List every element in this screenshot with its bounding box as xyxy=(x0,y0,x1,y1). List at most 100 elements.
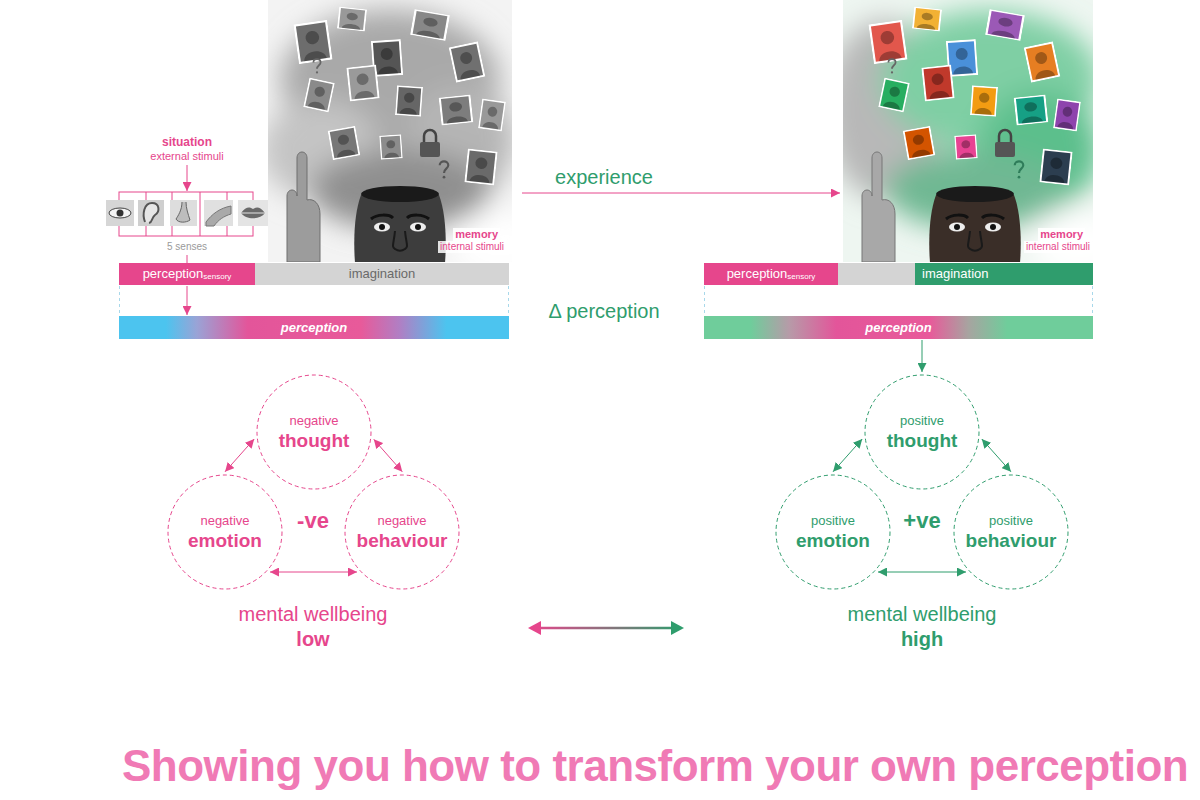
memory-label: memory xyxy=(1038,228,1085,241)
memory-illustration xyxy=(410,9,450,41)
wellbeing-label: mental wellbeing xyxy=(848,603,997,626)
memory-illustration xyxy=(878,78,910,113)
memory-illustration xyxy=(354,186,446,262)
stimuli-label: internal stimuli xyxy=(438,241,506,253)
memory-illustration xyxy=(1014,94,1049,125)
connector-arrow xyxy=(187,286,188,315)
memory-illustration xyxy=(268,10,512,262)
connector-arrow xyxy=(270,572,357,573)
senses-bracket xyxy=(187,165,188,191)
connector-arrow xyxy=(833,439,862,472)
pointing-hand xyxy=(287,152,320,262)
guide-lines xyxy=(508,286,509,316)
senses-label: 5 senses xyxy=(167,241,207,253)
lock-icon xyxy=(420,142,440,157)
memory-illustration xyxy=(912,7,942,32)
wellbeing-arrow xyxy=(528,621,541,635)
sense-lips xyxy=(241,213,265,214)
sense-ear xyxy=(144,203,159,223)
lock-icon xyxy=(995,142,1015,157)
guide-lines xyxy=(1092,286,1093,316)
memory-illustration xyxy=(921,65,954,102)
page-title: Showing you how to transform your own pe… xyxy=(122,741,1188,792)
band-text: perception xyxy=(281,320,347,335)
memory-illustration xyxy=(268,0,512,262)
wellbeing-arrow xyxy=(538,627,674,630)
thought-circle: positivethought xyxy=(864,374,980,490)
circle-title: thought xyxy=(887,429,958,452)
sense-hand xyxy=(206,206,231,226)
sense-nose xyxy=(170,200,197,226)
sense-eye xyxy=(109,208,131,218)
memory-illustration xyxy=(328,126,361,160)
circle-outline xyxy=(257,375,371,489)
memory-illustration xyxy=(440,161,449,178)
sensory-band: perceptionsensory xyxy=(704,263,838,285)
wellbeing-level: high xyxy=(901,628,943,651)
connector-arrow xyxy=(878,572,966,573)
sense-lips xyxy=(238,200,268,226)
valence-word: negative xyxy=(377,513,426,529)
sense-lips xyxy=(241,208,265,219)
wellbeing-label: mental wellbeing xyxy=(239,603,388,626)
circle-outline xyxy=(865,375,979,489)
sense-hand xyxy=(204,200,233,226)
guide-lines xyxy=(704,286,705,316)
memory-illustration xyxy=(843,0,1093,262)
circle-outline xyxy=(168,475,282,589)
lock-icon xyxy=(420,130,440,157)
sensory-band: perceptionsensory xyxy=(119,263,255,285)
memory-illustration xyxy=(929,186,1021,262)
band-text: perception xyxy=(865,320,931,335)
connector-arrow xyxy=(225,439,254,472)
band-text: imagination xyxy=(922,263,989,285)
experience-arrow xyxy=(522,193,840,194)
memory-illustration xyxy=(379,134,403,159)
band-text: perception xyxy=(143,263,204,285)
lock-icon xyxy=(999,130,1011,142)
memory-illustration xyxy=(1053,98,1081,131)
memory-illustration xyxy=(868,20,907,64)
memory-illustration xyxy=(313,59,320,73)
memory-illustration xyxy=(346,65,379,102)
senses-bracket xyxy=(119,192,253,236)
circle-title: behaviour xyxy=(966,529,1057,552)
sense-ear xyxy=(138,200,164,226)
perception-bar: perception xyxy=(704,316,1093,339)
valence-word: positive xyxy=(811,513,855,529)
memory-illustration xyxy=(970,85,998,117)
sense-eye xyxy=(117,210,124,217)
valence-word: positive xyxy=(989,513,1033,529)
sense-eye xyxy=(106,200,134,226)
sense-nose xyxy=(170,200,197,226)
circle-outline xyxy=(954,475,1068,589)
circle-outline xyxy=(345,475,459,589)
senses-bracket xyxy=(119,165,253,263)
valence-label: +ve xyxy=(903,508,940,533)
arrow-label: experience xyxy=(555,166,653,189)
emotion-circle: positiveemotion xyxy=(775,474,891,590)
circle-title: behaviour xyxy=(357,529,448,552)
emotion-circle: negativeemotion xyxy=(167,474,283,590)
band-text: imagination xyxy=(349,263,416,285)
band-text: perception xyxy=(727,263,788,285)
sense-nose xyxy=(176,202,190,222)
sense-lips xyxy=(238,200,268,226)
memory-illustration xyxy=(985,9,1025,41)
situation-label: situation xyxy=(162,136,212,150)
behaviour-circle: negativebehaviour xyxy=(344,474,460,590)
memory-illustration xyxy=(903,126,936,160)
connector-arrow xyxy=(374,439,403,471)
memory-illustration xyxy=(293,20,332,64)
sense-hand xyxy=(204,200,233,226)
sense-eye xyxy=(106,200,134,226)
valence-label: -ve xyxy=(297,508,329,533)
memory-illustration xyxy=(888,59,895,73)
memory-illustration xyxy=(450,210,512,262)
memory-illustration xyxy=(303,78,335,113)
memory-illustration xyxy=(1039,149,1072,186)
lock-icon xyxy=(424,130,436,142)
valence-word: negative xyxy=(200,513,249,529)
memory-illustration xyxy=(464,149,497,186)
